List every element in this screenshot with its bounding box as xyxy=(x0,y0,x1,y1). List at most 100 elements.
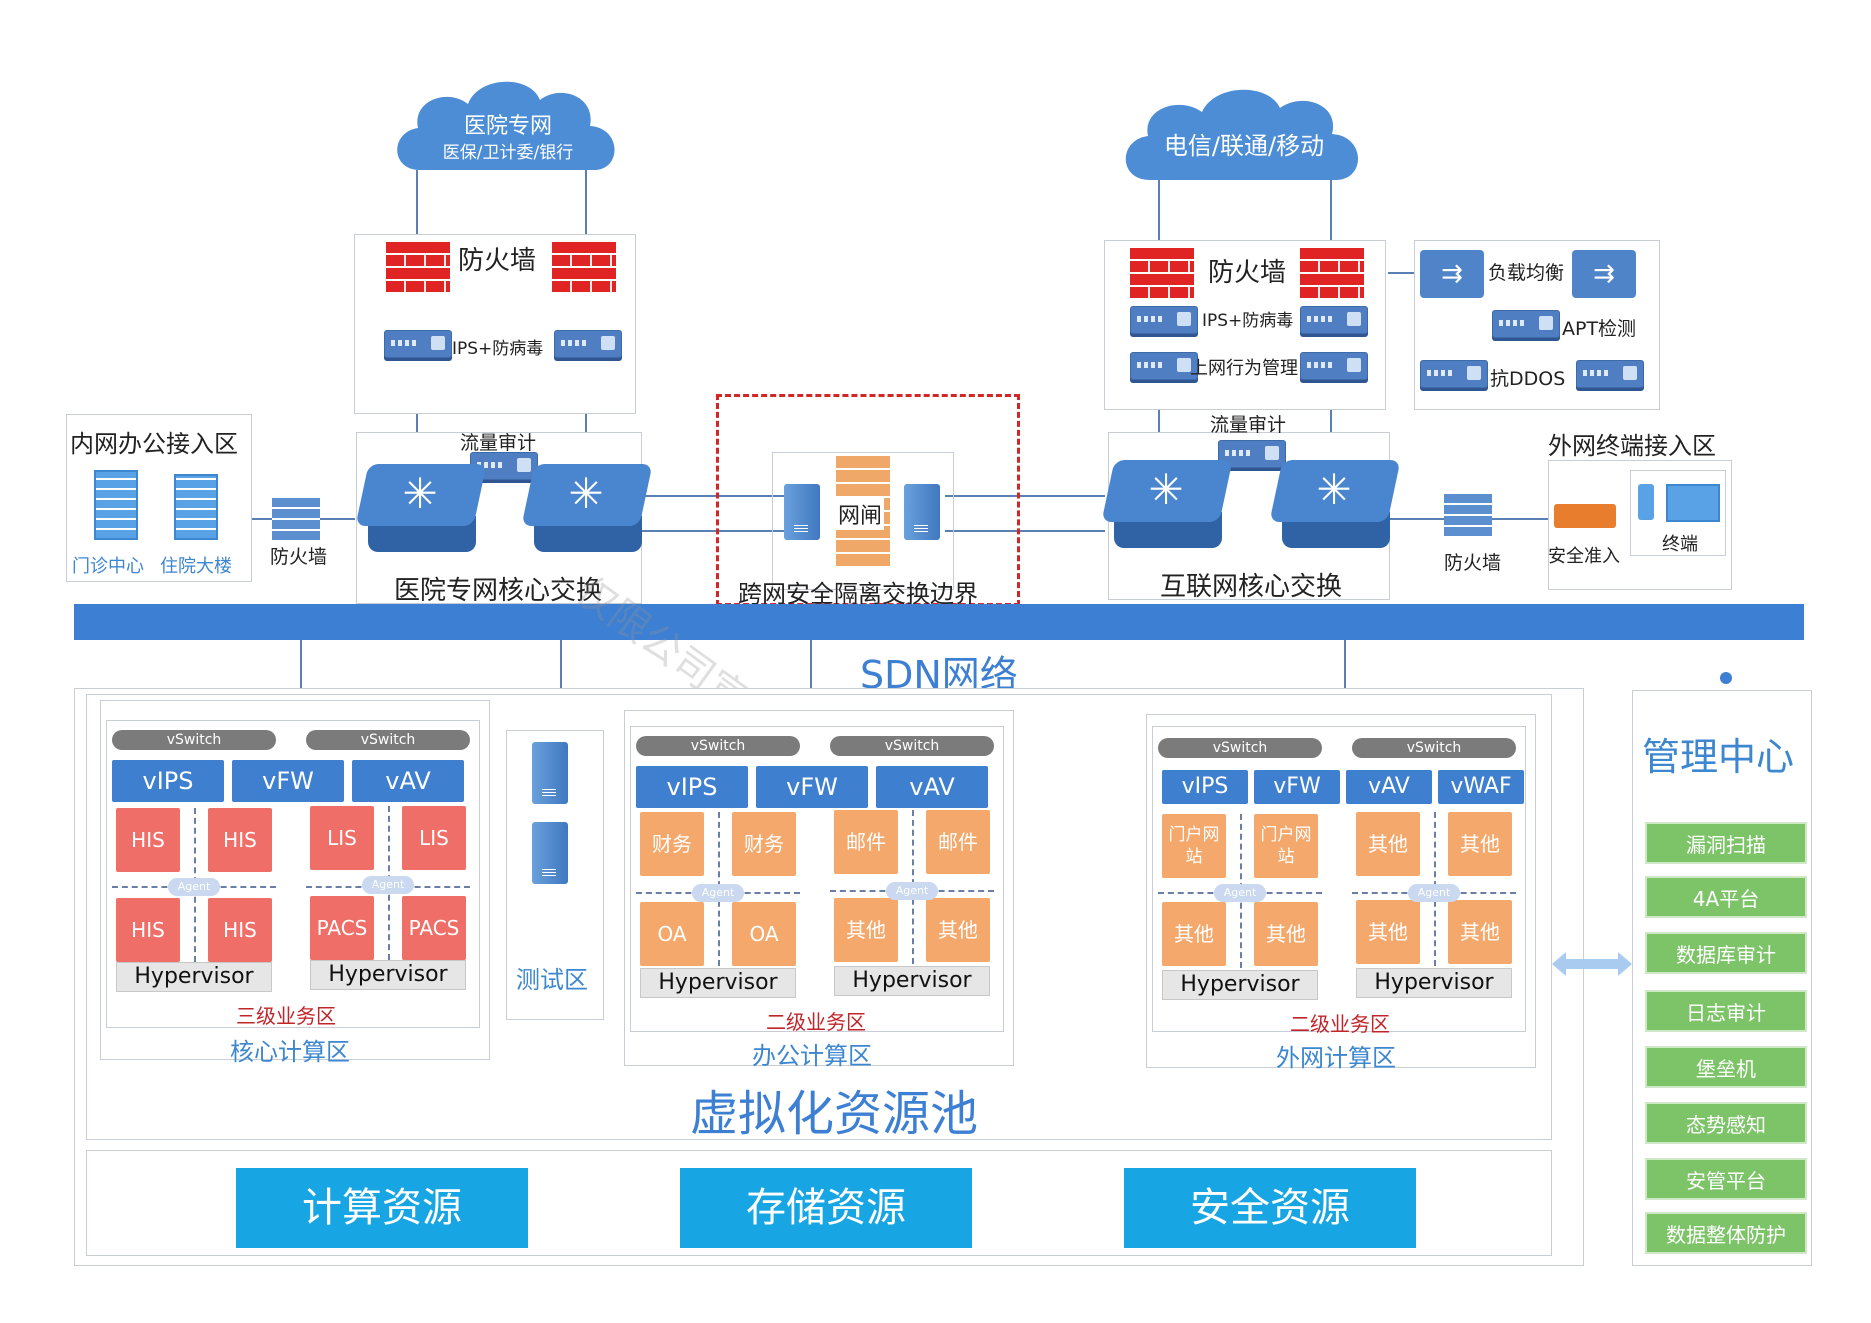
apt-device-icon xyxy=(1492,310,1560,338)
hypervisor-label: Hypervisor xyxy=(1162,970,1318,1000)
app-block: HIS xyxy=(116,898,180,962)
ddos-device-icon xyxy=(1420,360,1488,388)
mgmt-item[interactable]: 漏洞扫描 xyxy=(1645,822,1807,864)
app-block: HIS xyxy=(116,808,180,872)
mgmt-connector xyxy=(1720,672,1732,684)
admission-device-icon xyxy=(1554,504,1616,528)
ips-device-icon xyxy=(384,330,452,358)
ips-device-icon xyxy=(1300,306,1368,334)
ext-level-label: 二级业务区 xyxy=(1290,1012,1390,1036)
mgmt-title: 管理中心 xyxy=(1642,735,1795,779)
load-balance-label: 负载均衡 xyxy=(1488,262,1565,284)
app-block: 其他 xyxy=(1448,812,1512,876)
vwaf-label: vWAF xyxy=(1438,770,1524,804)
office-level-label: 二级业务区 xyxy=(766,1010,866,1034)
behavior-device-icon xyxy=(1300,352,1368,380)
mgmt-item[interactable]: 4A平台 xyxy=(1645,876,1807,918)
load-balancer-icon: ⇉ xyxy=(1420,250,1484,298)
app-block: OA xyxy=(732,902,796,966)
app-block: PACS xyxy=(402,896,466,960)
apt-label: APT检测 xyxy=(1562,318,1637,340)
building-icon xyxy=(94,470,138,540)
app-block: HIS xyxy=(208,808,272,872)
app-block: 其他 xyxy=(834,898,898,962)
hypervisor-label: Hypervisor xyxy=(1356,968,1512,998)
traffic-audit-icon xyxy=(470,452,538,480)
hospital-core-label: 医院专网核心交换 xyxy=(394,576,603,606)
vav-label: vAV xyxy=(352,760,464,802)
ips-device-icon xyxy=(1130,306,1198,334)
core-switch-icon: ✳ xyxy=(1101,460,1233,556)
hospital-cloud-title: 医院专网 xyxy=(463,114,552,139)
firewall-icon xyxy=(1300,246,1364,298)
gap-device-box xyxy=(772,452,954,590)
outer-firewall-label: 防火墙 xyxy=(1444,552,1502,574)
app-block: 其他 xyxy=(1448,900,1512,964)
telecom-cloud-title: 电信/联通/移动 xyxy=(1163,132,1325,160)
vfw-label: vFW xyxy=(1254,770,1340,804)
internet-traffic-label: 流量审计 xyxy=(1210,414,1287,436)
server-icon xyxy=(532,742,568,804)
app-block: PACS xyxy=(310,896,374,960)
mgmt-item[interactable]: 日志审计 xyxy=(1645,990,1807,1032)
vswitch-label: vSwitch xyxy=(112,730,276,750)
agent-label: Agent xyxy=(692,884,744,902)
vswitch-label: vSwitch xyxy=(636,736,800,756)
hypervisor-label: Hypervisor xyxy=(116,962,272,992)
outer-terminal-title: 外网终端接入区 xyxy=(1548,432,1716,460)
left-ips-label: IPS+防病毒 xyxy=(452,339,544,359)
ips-device-icon xyxy=(554,330,622,358)
mgmt-item[interactable]: 堡垒机 xyxy=(1645,1046,1807,1088)
app-block: 其他 xyxy=(1162,902,1226,966)
mgmt-item[interactable]: 安管平台 xyxy=(1645,1158,1807,1200)
agent-label: Agent xyxy=(362,876,414,894)
app-block: 邮件 xyxy=(834,810,898,874)
vfw-label: vFW xyxy=(232,760,344,802)
firewall-icon xyxy=(386,240,450,292)
app-block: OA xyxy=(640,902,704,966)
security-resource: 安全资源 xyxy=(1124,1168,1416,1248)
vswitch-label: vSwitch xyxy=(306,730,470,750)
inner-firewall-label: 防火墙 xyxy=(270,546,328,568)
vswitch-label: vSwitch xyxy=(830,736,994,756)
behavior-device-icon xyxy=(1130,352,1198,380)
vswitch-label: vSwitch xyxy=(1158,738,1322,758)
telecom-cloud: 电信/联通/移动 xyxy=(1118,80,1370,190)
app-block: 邮件 xyxy=(926,810,990,874)
building-outpatient-label: 门诊中心 xyxy=(72,556,144,577)
office-zone-label: 办公计算区 xyxy=(752,1042,872,1070)
core-switch-icon: ✳ xyxy=(355,464,487,560)
mgmt-item[interactable]: 数据整体防护 xyxy=(1645,1212,1807,1254)
firewall-icon xyxy=(272,498,320,540)
app-block: 门户网站 xyxy=(1254,814,1318,878)
internet-core-label: 互联网核心交换 xyxy=(1160,572,1343,602)
app-block: 财务 xyxy=(640,812,704,876)
terminal-icon xyxy=(1666,484,1720,522)
mgmt-item[interactable]: 数据库审计 xyxy=(1645,932,1807,974)
right-firewall-label: 防火墙 xyxy=(1208,258,1287,288)
hospital-cloud-subtitle: 医保/卫计委/银行 xyxy=(442,143,574,163)
server-icon xyxy=(784,484,820,540)
agent-label: Agent xyxy=(168,878,220,896)
core-zone-label: 核心计算区 xyxy=(230,1038,350,1066)
building-icon xyxy=(174,474,218,540)
vfw-label: vFW xyxy=(756,766,868,808)
vips-label: vIPS xyxy=(112,760,224,802)
firewall-icon xyxy=(1444,494,1492,536)
gap-label: 跨网安全隔离交换边界 xyxy=(738,580,978,608)
ext-zone-label: 外网计算区 xyxy=(1276,1044,1396,1072)
mgmt-item[interactable]: 态势感知 xyxy=(1645,1102,1807,1144)
app-block: 其他 xyxy=(926,898,990,962)
compute-resource: 计算资源 xyxy=(236,1168,528,1248)
vav-label: vAV xyxy=(876,766,988,808)
agent-label: Agent xyxy=(1214,884,1266,902)
inner-office-title: 内网办公接入区 xyxy=(70,430,238,458)
core-level-label: 三级业务区 xyxy=(236,1004,336,1028)
vswitch-label: vSwitch xyxy=(1352,738,1516,758)
load-balancer-icon: ⇉ xyxy=(1572,250,1636,298)
double-arrow-icon xyxy=(1552,952,1632,976)
ddos-device-icon xyxy=(1576,360,1644,388)
core-switch-icon: ✳ xyxy=(521,464,653,560)
agent-label: Agent xyxy=(886,882,938,900)
server-icon xyxy=(532,822,568,884)
